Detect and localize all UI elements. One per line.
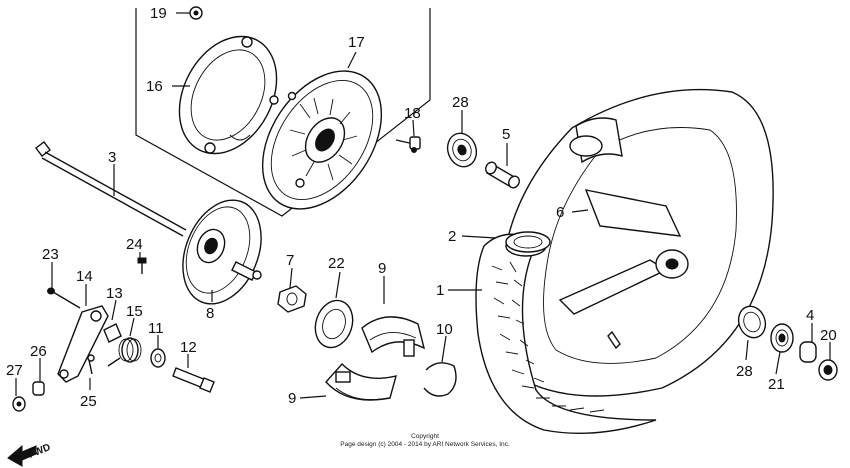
callout-25: 25	[80, 393, 97, 410]
callout-18: 18	[404, 105, 421, 122]
part-19-screw[interactable]	[189, 6, 203, 20]
callout-28-lower: 28	[736, 363, 753, 380]
callout-4: 4	[806, 307, 814, 324]
callout-20: 20	[820, 327, 837, 344]
callout-6: 6	[556, 204, 564, 221]
part-8-brake-panel[interactable]	[168, 188, 275, 315]
callout-15: 15	[126, 303, 143, 320]
part-20-axle-nut[interactable]	[818, 359, 838, 381]
callout-5: 5	[502, 126, 510, 143]
callout-13: 13	[106, 285, 123, 302]
part-25-pin[interactable]	[87, 354, 95, 375]
callouts: 19 16 17 18 28 5 3 24 6 2 23 14 13 15 8 …	[6, 5, 837, 410]
callout-9-upper: 9	[378, 260, 386, 277]
part-24-screw[interactable]	[137, 257, 147, 274]
callout-12: 12	[180, 339, 197, 356]
brake-panel-frame	[135, 8, 431, 217]
part-13-indicator-plate[interactable]	[103, 323, 122, 343]
callout-28-top: 28	[452, 94, 469, 111]
part-23-bolt[interactable]	[47, 287, 81, 309]
part-28-bearing-top[interactable]	[443, 129, 481, 171]
copyright-notice: Copyright Page design (c) 2004 - 2014 by…	[340, 433, 510, 448]
part-18-bolt[interactable]	[395, 136, 421, 153]
copyright-line-2: Page design (c) 2004 - 2014 by ARI Netwo…	[340, 441, 510, 448]
callout-22: 22	[328, 255, 345, 272]
part-15-spring[interactable]	[107, 337, 142, 367]
callout-21: 21	[768, 376, 785, 393]
callout-26: 26	[30, 343, 47, 360]
callout-14: 14	[76, 268, 93, 285]
part-11-washer[interactable]	[150, 348, 166, 368]
fwd-label: FWD	[27, 442, 52, 461]
copyright-line-1: Copyright	[411, 433, 439, 440]
callout-24: 24	[126, 236, 143, 253]
part-10-shoe-spring[interactable]	[423, 362, 457, 397]
part-22-oil-seal[interactable]	[309, 296, 358, 353]
callout-10: 10	[436, 321, 453, 338]
part-26-collar[interactable]	[32, 381, 45, 396]
callout-2: 2	[448, 228, 456, 245]
part-2-tube[interactable]	[505, 231, 551, 253]
part-17-brake-plate[interactable]	[238, 49, 406, 231]
callout-7: 7	[286, 252, 294, 269]
part-5-collar[interactable]	[484, 160, 522, 189]
part-9-brake-shoe-upper[interactable]	[361, 316, 426, 357]
part-27-nut[interactable]	[12, 396, 26, 412]
part-21-bearing[interactable]	[770, 323, 794, 353]
part-6-wheel-rim[interactable]	[498, 88, 774, 397]
callout-23: 23	[42, 246, 59, 263]
forward-arrow: FWD	[7, 442, 52, 467]
part-14-brake-arm[interactable]	[57, 305, 109, 383]
part-12-brake-cam[interactable]	[172, 367, 215, 393]
callout-3: 3	[108, 149, 116, 166]
part-4-distance-collar[interactable]	[799, 341, 817, 363]
callout-17: 17	[348, 34, 365, 51]
part-9-brake-shoe-lower[interactable]	[325, 362, 397, 401]
part-3-axle[interactable]	[35, 141, 187, 237]
callout-11: 11	[148, 320, 164, 337]
part-7-seal[interactable]	[277, 285, 307, 313]
callout-27: 27	[6, 362, 23, 379]
callout-1: 1	[436, 282, 444, 299]
part-28-bearing-lower[interactable]	[734, 303, 769, 342]
callout-19: 19	[150, 5, 167, 22]
callout-8: 8	[206, 305, 214, 322]
callout-9-lower: 9	[288, 390, 296, 407]
callout-16: 16	[146, 78, 163, 95]
leader-lines	[15, 12, 831, 399]
part-16-seal-plate[interactable]	[160, 20, 296, 171]
